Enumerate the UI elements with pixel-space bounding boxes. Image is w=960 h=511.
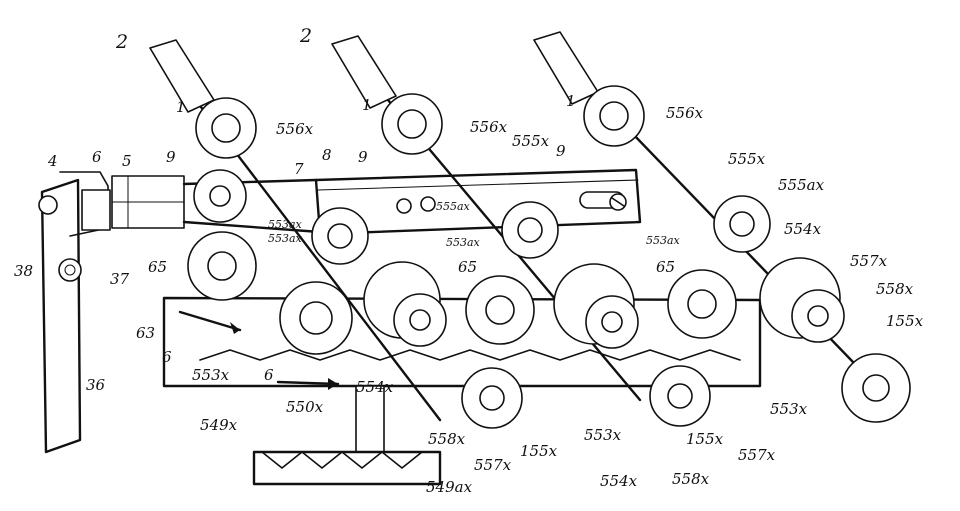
frame-rail: [182, 168, 642, 236]
rack-stem: [355, 385, 385, 457]
arrow-shaft-1: [178, 310, 242, 332]
label-6-rack: 6: [162, 348, 172, 366]
label-554-right: 554x: [784, 220, 822, 238]
arrow-head-1: [230, 322, 240, 334]
arrow-head-2: [328, 378, 338, 390]
label-553ax-middle: 553ax: [446, 236, 481, 249]
gear-155-1-hub: [479, 385, 505, 411]
label-2-left: 2: [115, 31, 128, 53]
block-6: [81, 189, 111, 231]
label-555-stack: 553ax: [268, 218, 303, 231]
gear-557-1-hub: [409, 309, 431, 331]
label-555-right: 555x: [728, 150, 766, 168]
gear-2-upper-hub: [397, 109, 427, 139]
shaft-set-3: [533, 31, 911, 423]
label-63: 63: [136, 324, 155, 342]
label-9-middle: 9: [358, 148, 368, 166]
label-1-middle: 1: [362, 96, 372, 114]
gear-9-left-hub: [209, 185, 231, 207]
gear-1-upper-hub: [211, 113, 241, 143]
label-558-right: 558x: [876, 280, 914, 298]
gear-155-2-hub: [667, 383, 693, 409]
reference-labels: 2 2 1 1 1 556x 556x 556x 4 6 5 7 8 9 9 9…: [14, 25, 924, 496]
label-9-right: 9: [556, 142, 566, 160]
lever-arm: [40, 178, 82, 454]
label-555-middle: 555x: [512, 132, 550, 150]
shaft-set-2: [331, 35, 711, 427]
label-6-lower: 6: [264, 366, 274, 384]
gear-557-2-hub: [601, 311, 623, 333]
label-554-bottom: 554x: [600, 472, 638, 490]
lever-pin: [58, 258, 82, 282]
label-555ax-right: 555ax: [778, 176, 825, 194]
gear-155-3-hub: [862, 374, 890, 402]
rail-edge: [317, 179, 639, 191]
label-553ax-stack: 553ax: [268, 232, 303, 245]
lever-assembly: [38, 171, 185, 454]
label-550: 550x: [286, 398, 324, 416]
label-4: 4: [47, 152, 58, 170]
label-1-right: 1: [566, 92, 576, 110]
label-553ax-right: 553ax: [646, 234, 681, 247]
label-556-right: 556x: [666, 104, 704, 122]
gear-3-upper-hub: [599, 101, 629, 131]
label-556-middle: 556x: [470, 118, 508, 136]
gear-557-3-hub: [807, 305, 829, 327]
label-2-middle: 2: [299, 25, 312, 47]
rail-bar: [314, 168, 642, 236]
label-555ax-middle: 555ax: [436, 200, 471, 213]
label-553-right: 553x: [770, 400, 808, 418]
label-557-right: 557x: [850, 252, 888, 270]
label-558-bottom: 558x: [672, 470, 710, 488]
gear-65-1-hub: [207, 251, 237, 281]
label-36: 36: [86, 376, 106, 394]
label-8: 8: [322, 146, 332, 164]
rack-teeth: [199, 349, 741, 361]
rack-549: [252, 450, 442, 486]
label-556-left: 556x: [276, 120, 314, 138]
label-554-left: 554x: [356, 378, 394, 396]
lever-pivot: [38, 195, 58, 215]
gear-555-2-hub: [517, 217, 543, 243]
shaft-set-1: [149, 39, 523, 429]
label-553-middle: 553x: [584, 426, 622, 444]
label-1-left: 1: [176, 98, 186, 116]
label-65-left: 65: [148, 258, 167, 276]
label-7: 7: [294, 160, 304, 178]
label-5: 5: [122, 152, 132, 170]
rack-549-teeth: [261, 451, 423, 469]
label-65-middle: 65: [458, 258, 477, 276]
lever-pin-center: [64, 264, 76, 276]
gear-553-1-hub: [299, 301, 333, 335]
label-557-left: 557x: [474, 456, 512, 474]
gear-65-3-hub: [687, 289, 717, 319]
gear-65-2-hub: [485, 295, 515, 325]
gear-555-3-hub: [729, 211, 755, 237]
gear-555-1-hub: [327, 223, 353, 249]
label-558-left: 558x: [428, 430, 466, 448]
label-155-left: 155x: [520, 442, 558, 460]
label-549ax: 549ax: [426, 478, 473, 496]
label-38: 38: [14, 262, 33, 280]
handle-2: [331, 35, 397, 109]
label-9-left: 9: [166, 148, 176, 166]
label-155-right: 155x: [886, 312, 924, 330]
rail-hole-1: [396, 198, 412, 214]
rail-hole-2: [420, 196, 436, 212]
label-553-left: 553x: [192, 366, 230, 384]
label-6-top: 6: [92, 148, 102, 166]
label-155-middle: 155x: [686, 430, 724, 448]
rail-screw-slot: [611, 197, 625, 207]
rail-rod-bottom: [182, 220, 322, 234]
label-37: 37: [110, 270, 130, 288]
label-549: 549x: [200, 416, 238, 434]
label-557-middle: 557x: [738, 446, 776, 464]
label-65-right: 65: [656, 258, 675, 276]
